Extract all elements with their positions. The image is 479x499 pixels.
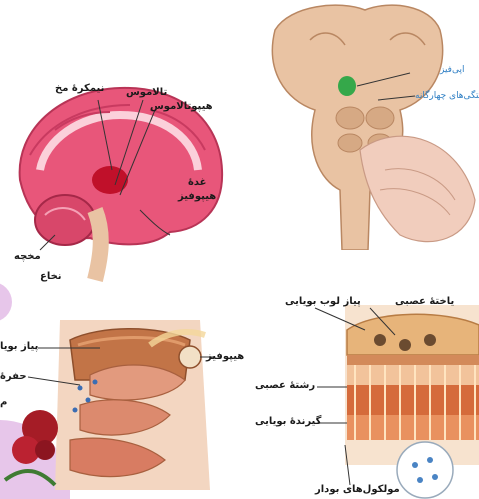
label-neuron: یاختهٔ عصبی [395,297,454,307]
nasal-section-figure: پیاز بویا حفرهٔ م هیپوفیز [0,300,250,499]
label-cavity-cut: حفرهٔ [0,372,27,382]
label-pituitary-line1: غدهٔ [188,178,207,188]
label-cerebellum: مخچه [14,252,41,262]
label-medulla: نخاع [40,272,62,282]
brainstem-figure: اپی‌فیز برجستگی‌های چهارگانه [250,0,479,250]
label-receptor: گیرندهٔ بویایی [255,417,321,427]
label-quadrigeminal: برجستگی‌های چهارگانه [415,92,479,101]
olfactory-detail-figure: پیاز لوب بویایی یاختهٔ عصبی رشتهٔ عصبی گ… [255,285,479,499]
label-pituitary-line2: هیپوفیز [178,192,216,202]
label-pineal: اپی‌فیز [440,66,465,75]
label-thalamus: تالاموس [126,88,167,98]
label-odor-molecules: مولکول‌های بودار [315,485,400,495]
brainstem-illustration [250,0,479,250]
label-hypothalamus: هیپوتالاموس [150,102,213,112]
brain-section-figure: نیمکرهٔ مخ تالاموس هیپوتالاموس غدهٔ هیپو… [0,60,270,290]
label-nerve-fiber: رشتهٔ عصبی [255,381,315,391]
label-olfactory-bulb: پیاز لوب بویایی [285,297,361,307]
pineal-gland-marker [338,76,356,96]
label-olfactory-bulb-cut: پیاز بویا [0,342,38,352]
olfactory-detail-illustration [255,285,479,499]
label-dot-cut: م [0,398,7,408]
label-pituitary-nasal: هیپوفیز [206,352,244,362]
nasal-section-illustration [0,300,250,499]
label-cerebral-hemisphere: نیمکرهٔ مخ [55,84,104,94]
